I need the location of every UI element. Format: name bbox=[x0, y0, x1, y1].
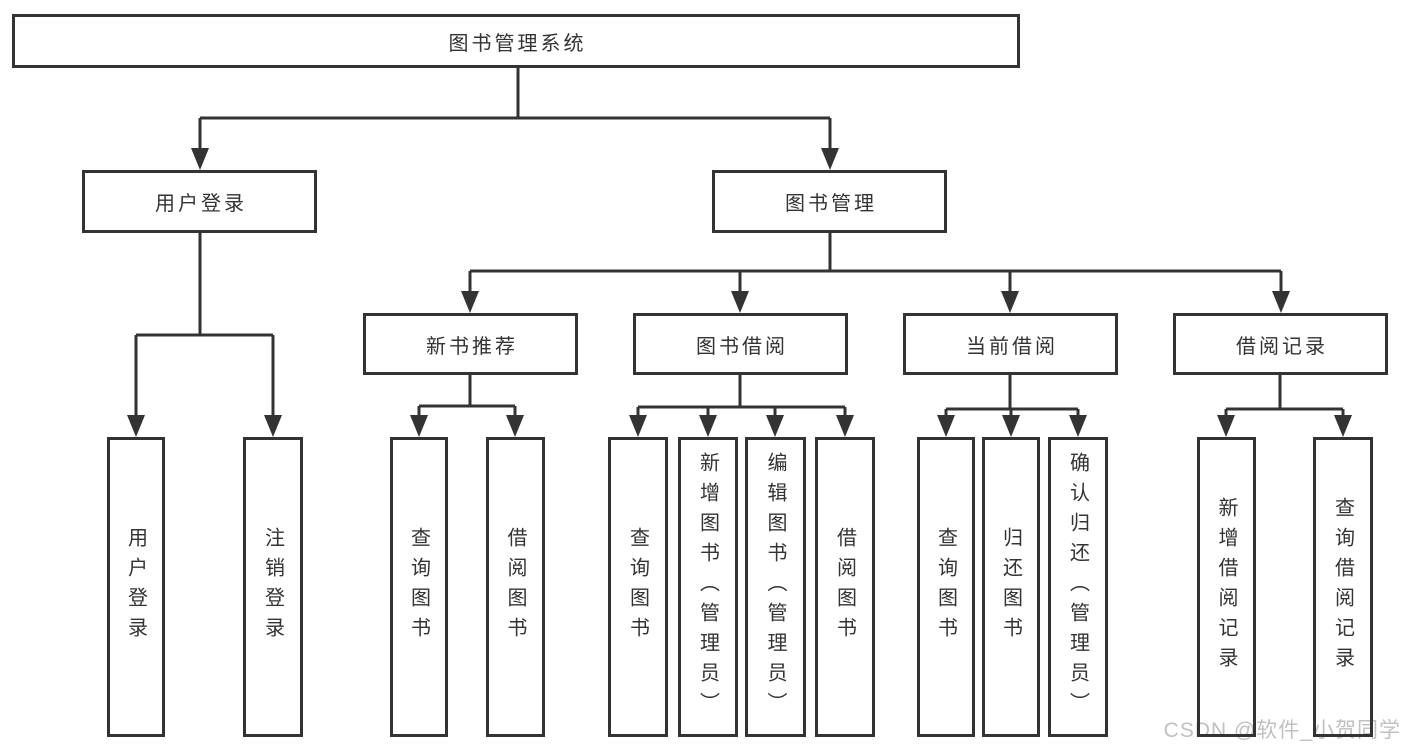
arrowhead-leaf-1 bbox=[127, 415, 145, 437]
node-user-login: 用户登录 bbox=[82, 170, 317, 233]
node-book-management: 图书管理 bbox=[712, 170, 947, 233]
arrowhead-leaf-6 bbox=[699, 415, 717, 437]
arrowhead-current-borrow bbox=[1001, 291, 1019, 313]
leaf-query-books-recommend: 查询图书 bbox=[390, 437, 448, 737]
arrowhead-borrow-records bbox=[1272, 291, 1290, 313]
connector-root-to-level2 bbox=[198, 68, 832, 152]
connector-borrow-records-to-leaves bbox=[1224, 375, 1345, 419]
connector-book-management-to-level3 bbox=[468, 233, 1283, 295]
arrowhead-user-login bbox=[191, 148, 209, 170]
arrowhead-leaf-10 bbox=[1002, 415, 1020, 437]
leaf-add-borrow-record: 新增借阅记录 bbox=[1197, 437, 1256, 737]
arrowhead-book-management bbox=[821, 148, 839, 170]
node-book-borrow: 图书借阅 bbox=[633, 313, 848, 375]
arrowhead-book-borrow bbox=[731, 291, 749, 313]
arrowhead-leaf-12 bbox=[1217, 415, 1235, 437]
node-borrow-records: 借阅记录 bbox=[1173, 313, 1388, 375]
csdn-watermark: CSDN @软件_小贺同学 bbox=[1163, 719, 1401, 742]
node-current-borrow: 当前借阅 bbox=[903, 313, 1118, 375]
connector-current-borrow-to-leaves bbox=[944, 375, 1080, 419]
arrowhead-leaf-8 bbox=[836, 415, 854, 437]
leaf-logout: 注销登录 bbox=[243, 437, 303, 737]
arrowhead-leaf-5 bbox=[629, 415, 647, 437]
leaf-query-books-borrow: 查询图书 bbox=[608, 437, 668, 737]
leaf-query-books-current: 查询图书 bbox=[917, 437, 975, 737]
leaf-user-login: 用户登录 bbox=[107, 437, 165, 737]
connector-user-login-to-leaves bbox=[134, 233, 275, 419]
arrowhead-leaf-4 bbox=[506, 415, 524, 437]
node-new-book-recommend: 新书推荐 bbox=[363, 313, 578, 375]
leaf-return-books: 归还图书 bbox=[982, 437, 1040, 737]
arrowhead-leaf-13 bbox=[1334, 415, 1352, 437]
leaf-borrow-books: 借阅图书 bbox=[815, 437, 875, 737]
node-root-system: 图书管理系统 bbox=[12, 14, 1020, 68]
arrowhead-leaf-9 bbox=[937, 415, 955, 437]
arrowhead-leaf-11 bbox=[1069, 415, 1087, 437]
arrowheads bbox=[127, 148, 1352, 437]
arrowhead-new-book-recommend bbox=[461, 291, 479, 313]
leaf-query-borrow-record: 查询借阅记录 bbox=[1313, 437, 1373, 737]
leaf-confirm-return-admin: 确认归还（管理员） bbox=[1048, 437, 1108, 737]
leaf-add-books-admin: 新增图书（管理员） bbox=[678, 437, 738, 737]
connector-new-book-recommend-to-leaves bbox=[417, 375, 517, 419]
leaf-edit-books-admin: 编辑图书（管理员） bbox=[745, 437, 806, 737]
arrowhead-leaf-2 bbox=[264, 415, 282, 437]
arrowhead-leaf-7 bbox=[766, 415, 784, 437]
connector-book-borrow-to-leaves bbox=[636, 375, 847, 419]
leaf-borrow-books-recommend: 借阅图书 bbox=[486, 437, 545, 737]
arrowhead-leaf-3 bbox=[410, 415, 428, 437]
